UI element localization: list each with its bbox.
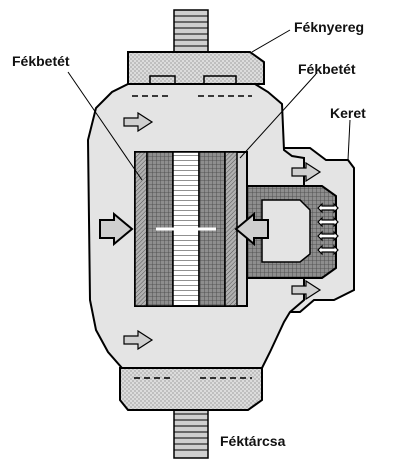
clamp-arrow-right-icon <box>234 211 269 247</box>
clamp-arrows <box>99 211 269 247</box>
double-arrow-icon <box>317 216 339 228</box>
pad-left-plate <box>134 151 148 307</box>
caliper-saddle-top <box>127 51 265 97</box>
flow-arrow-icon <box>291 279 322 301</box>
flow-arrows <box>123 111 322 351</box>
label-pad-left: Fékbetét <box>12 53 70 69</box>
pad-assembly <box>134 151 248 307</box>
double-arrow-icon <box>317 202 339 214</box>
leader-pad-left <box>67 71 143 181</box>
label-frame: Keret <box>330 105 366 121</box>
flow-arrow-icon <box>123 329 154 351</box>
leader-pad-right <box>239 73 317 159</box>
label-caliper: Féknyereg <box>294 19 364 35</box>
flow-arrow-icon <box>291 161 322 183</box>
leader-lines <box>67 29 351 181</box>
disc-shaft-bottom <box>173 407 209 459</box>
leader-caliper <box>251 29 291 53</box>
clamp-arrow-left-icon <box>99 211 134 247</box>
disc-shaft-top <box>173 9 209 53</box>
piston-assembly <box>235 185 337 279</box>
caliper-saddle-bottom <box>119 367 263 411</box>
flow-arrow-icon <box>123 111 154 133</box>
label-pad-right: Fékbetét <box>298 61 356 77</box>
label-disc: Féktárcsa <box>220 433 286 449</box>
leader-frame <box>347 119 351 161</box>
double-arrow-icon <box>317 230 339 242</box>
pressure-arrows <box>317 202 339 256</box>
double-arrow-icon <box>317 244 339 256</box>
